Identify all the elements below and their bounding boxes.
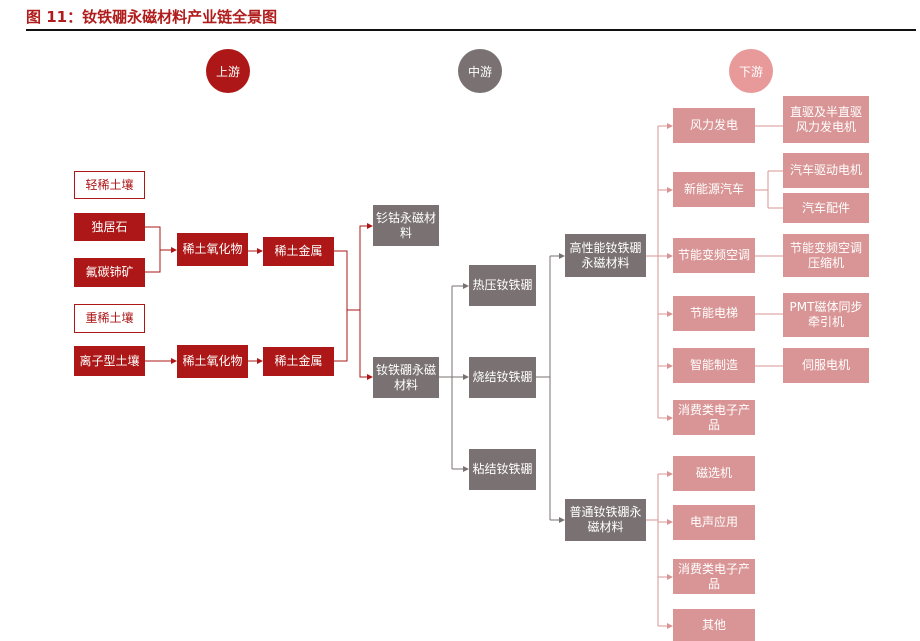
app-box: 风力发电 — [673, 108, 755, 143]
app-box: 消费类电子产品 — [673, 400, 755, 435]
app-box: 电声应用 — [673, 505, 755, 540]
title-divider — [26, 29, 916, 31]
app-box: 节能变频空调 — [673, 238, 755, 273]
figure-title: 图 11：钕铁硼永磁材料产业链全景图 — [26, 8, 278, 26]
sintered-box: 烧结钕铁硼 — [469, 357, 536, 398]
app-box: 其他 — [673, 609, 755, 641]
product-box: 汽车驱动电机 — [783, 153, 869, 188]
ionic-clay-box: 离子型土壤 — [74, 346, 145, 376]
app-box: 智能制造 — [673, 348, 755, 383]
product-box: 节能变频空调压缩机 — [783, 234, 869, 277]
high-performance-box: 高性能钕铁硼永磁材料 — [565, 234, 646, 277]
app-box: 新能源汽车 — [673, 172, 755, 207]
stage-downstream: 下游 — [729, 49, 773, 93]
metal-top-box: 稀土金属 — [263, 237, 334, 266]
hot-pressed-box: 热压钕铁硼 — [469, 265, 536, 306]
light-rare-earth-label: 轻稀土壤 — [74, 171, 145, 199]
app-box: 磁选机 — [673, 456, 755, 491]
heavy-rare-earth-label: 重稀土壤 — [74, 304, 145, 333]
bonded-box: 粘结钕铁硼 — [469, 449, 536, 490]
product-box: 汽车配件 — [783, 193, 869, 223]
smco-box: 钐钴永磁材料 — [373, 205, 439, 246]
product-box: 伺服电机 — [783, 348, 869, 383]
stage-midstream: 中游 — [458, 49, 502, 93]
product-box: PMT磁体同步牵引机 — [783, 293, 869, 337]
ordinary-box: 普通钕铁硼永磁材料 — [565, 499, 646, 541]
monazite-box: 独居石 — [74, 213, 145, 241]
oxide-top-box: 稀土氧化物 — [177, 233, 248, 266]
bastnaesite-box: 氟碳铈矿 — [74, 258, 145, 287]
app-box: 节能电梯 — [673, 296, 755, 331]
app-box: 消费类电子产品 — [673, 559, 755, 594]
product-box: 直驱及半直驱风力发电机 — [783, 96, 869, 143]
ndfeb-box: 钕铁硼永磁材料 — [373, 357, 439, 398]
metal-bottom-box: 稀土金属 — [263, 347, 334, 376]
oxide-bottom-box: 稀土氧化物 — [177, 345, 248, 378]
stage-upstream: 上游 — [206, 49, 250, 93]
